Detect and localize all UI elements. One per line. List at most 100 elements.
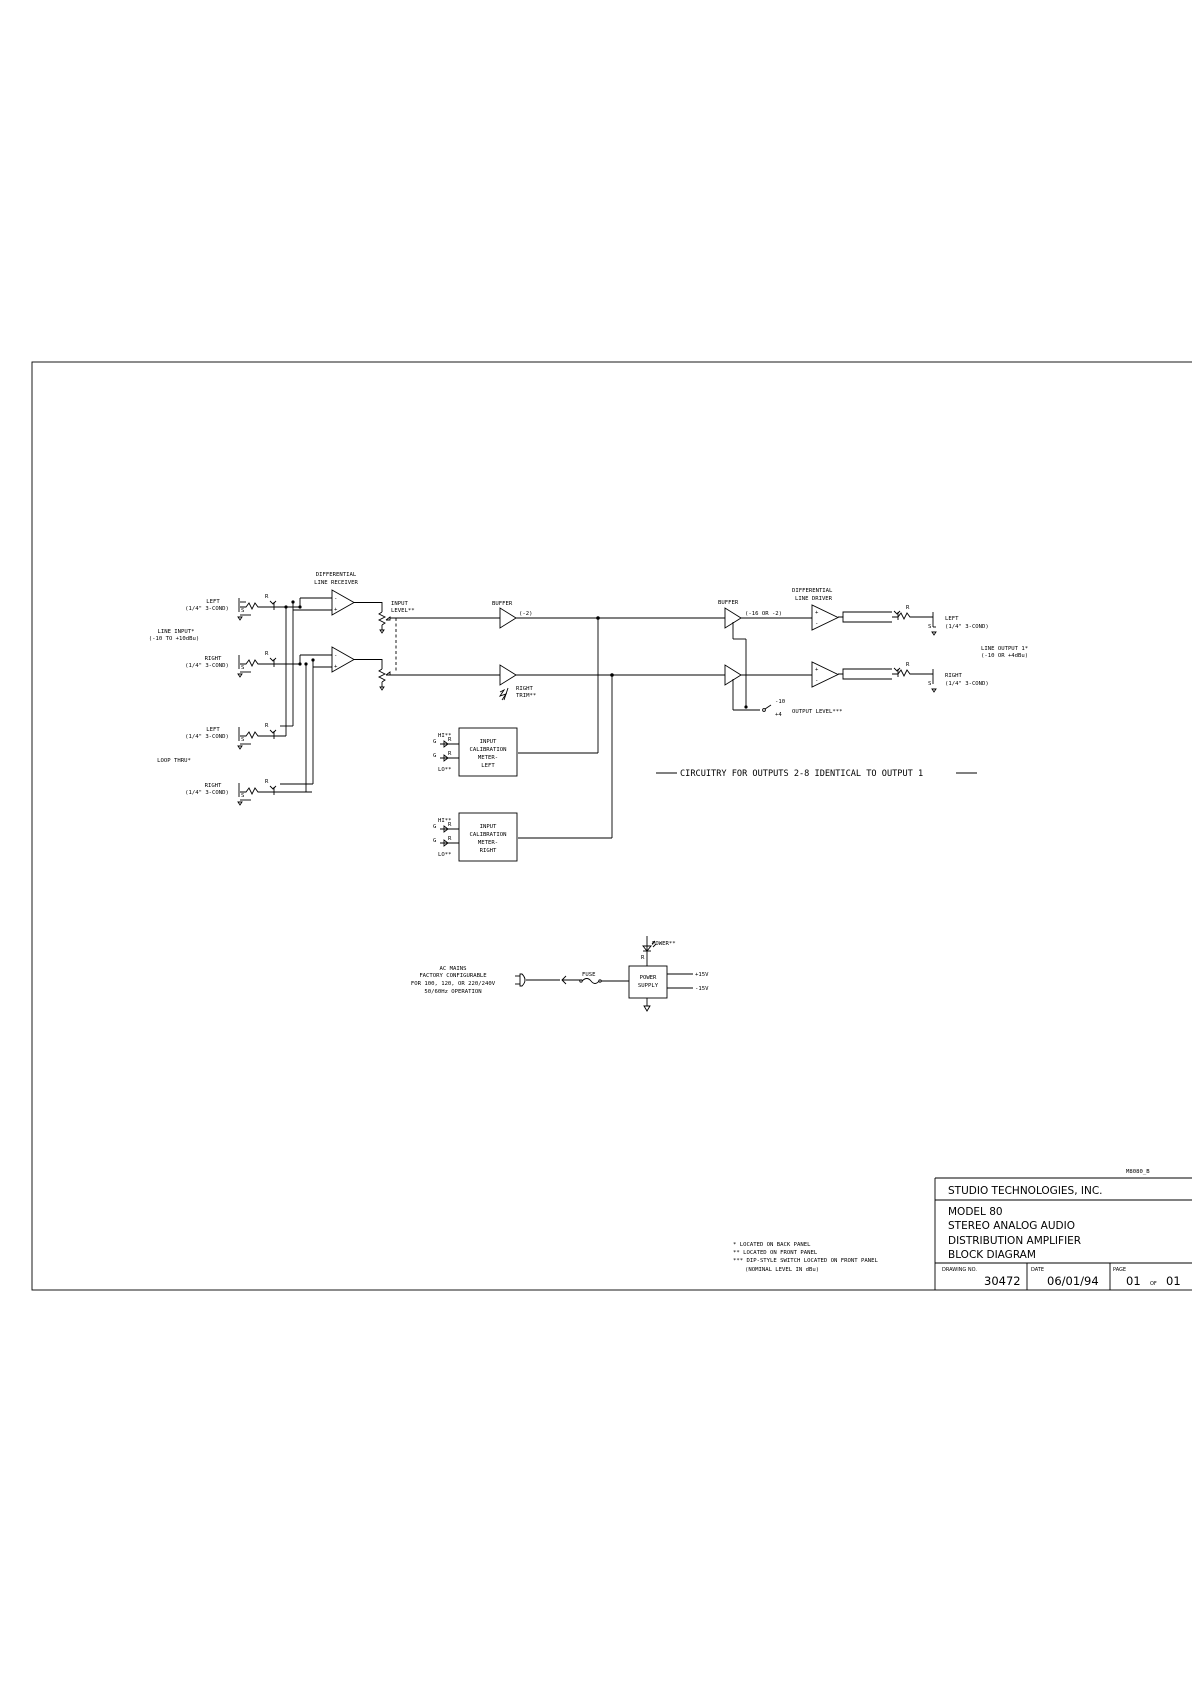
jack-loop-left: S R [237, 723, 286, 750]
input-level-pots: INPUT LEVEL** [377, 601, 415, 691]
power-led-icon [642, 945, 652, 952]
buffer1-label: BUFFER [492, 601, 513, 607]
output-jacks: R S LEFT (1/4" 3-COND) LINE OUTPUT 1* (-… [892, 605, 1028, 693]
meter-left-box [458, 727, 518, 777]
output-level-hi: -10 [775, 699, 785, 705]
drawing-no-label: DRAWING NO. [942, 1267, 977, 1273]
svg-text:G: G [433, 753, 437, 759]
left-input-label: LEFT [206, 599, 220, 605]
plus-15v: +15V [695, 972, 709, 978]
receiver-label-1: DIFFERENTIAL [316, 572, 357, 578]
svg-text:R: R [448, 751, 452, 757]
of-label: OF [1150, 1281, 1157, 1287]
right-input-connector: (1/4" 3-COND) [185, 663, 229, 669]
buffer2-gain: (-16 OR -2) [745, 611, 782, 617]
svg-text:S: S [241, 737, 244, 743]
right-trim-label-1: RIGHT [516, 686, 533, 692]
svg-text:-: - [815, 678, 818, 684]
date-label: DATE [1031, 1267, 1044, 1273]
svg-text:S: S [241, 608, 244, 614]
company-name: STUDIO TECHNOLOGIES, INC. [948, 1185, 1103, 1197]
driver-label-1: DIFFERENTIAL [792, 588, 833, 594]
svg-text:S: S [241, 665, 244, 671]
driver-right-amp [811, 661, 840, 688]
jack-right-output: R S RIGHT (1/4" 3-COND) [892, 662, 989, 693]
buffer1-right [499, 664, 517, 686]
title-line-1: MODEL 80 [948, 1206, 1003, 1218]
receiver-label-2: LINE RECEIVER [314, 580, 358, 586]
drawing-no: 30472 [984, 1274, 1021, 1288]
output-level-label: OUTPUT LEVEL*** [792, 709, 843, 715]
minus-15v: -15V [695, 986, 709, 992]
circuitry-note-text: CIRCUITRY FOR OUTPUTS 2-8 IDENTICAL TO O… [680, 769, 923, 779]
ac-mains-1: AC MAINS [440, 966, 467, 972]
jack-left-output: R S LEFT (1/4" 3-COND) [892, 605, 989, 636]
svg-text:INPUT: INPUT [480, 824, 497, 830]
svg-text:INPUT: INPUT [480, 739, 497, 745]
input-labels: LEFT (1/4" 3-COND) LINE INPUT* (-10 TO +… [149, 599, 229, 796]
meter-left: INPUT CALIBRATION METER- LEFT HI** G R G… [433, 727, 518, 777]
loop-thru-label: LOOP THRU* [157, 758, 191, 764]
buffer1-left [499, 607, 517, 629]
ac-mains-2: FACTORY CONFIGURABLE [419, 973, 487, 979]
buffer1-gain: (-2) [519, 611, 532, 617]
right-input-label: RIGHT [205, 656, 222, 662]
ac-mains-4: 50/60Hz OPERATION [424, 989, 481, 995]
input-level-label-2: LEVEL** [391, 608, 415, 614]
output-right-connector: (1/4" 3-COND) [945, 681, 989, 687]
svg-text:R: R [641, 955, 645, 961]
output-right-label: RIGHT [945, 673, 962, 679]
svg-text:G: G [433, 739, 437, 745]
circuitry-note: CIRCUITRY FOR OUTPUTS 2-8 IDENTICAL TO O… [656, 769, 977, 779]
svg-text:R: R [906, 662, 910, 668]
loop-right-label: RIGHT [205, 783, 222, 789]
svg-text:S: S [241, 793, 244, 799]
svg-text:R: R [265, 723, 269, 729]
svg-text:+: + [815, 610, 819, 616]
driver-label-2: LINE DRIVER [795, 596, 833, 602]
note-1: * LOCATED ON BACK PANEL [733, 1242, 811, 1248]
svg-text:METER-: METER- [478, 840, 498, 846]
meter-right: INPUT CALIBRATION METER- RIGHT HI** G R … [433, 812, 518, 862]
svg-text:LEFT: LEFT [481, 763, 495, 769]
svg-text:METER-: METER- [478, 755, 498, 761]
date-value: 06/01/94 [1047, 1274, 1099, 1288]
line-receivers: DIFFERENTIAL LINE RECEIVER - + - + [314, 572, 382, 673]
note-2: ** LOCATED ON FRONT PANEL [733, 1250, 818, 1256]
line-input-range: (-10 TO +10dBu) [149, 636, 200, 642]
power-supply-box [628, 965, 668, 999]
svg-text:R: R [448, 737, 452, 743]
file-reference: M8080_B [1126, 1169, 1150, 1175]
svg-text:POWER: POWER [640, 975, 657, 981]
meter-left-hi: HI** [438, 733, 451, 739]
output-left-label: LEFT [945, 616, 959, 622]
svg-text:SUPPLY: SUPPLY [638, 983, 659, 989]
meter-right-box [458, 812, 518, 862]
power-indicator-label: POWER** [652, 941, 676, 947]
svg-text:R: R [448, 822, 452, 828]
line-output-range: (-10 OR +4dBu) [981, 653, 1028, 659]
output-level-lo: +4 [775, 712, 782, 718]
receiver-right-amp [331, 646, 355, 673]
ac-mains-3: FOR 100, 120, OR 220/240V [411, 981, 496, 987]
jack-left-input: S R [237, 594, 300, 621]
svg-text:RIGHT: RIGHT [480, 848, 497, 854]
svg-text:R: R [906, 605, 910, 611]
line-output-label: LINE OUTPUT 1* [981, 646, 1028, 652]
meter-right-hi: HI** [438, 818, 451, 824]
svg-text:G: G [433, 824, 437, 830]
loop-right-connector: (1/4" 3-COND) [185, 790, 229, 796]
jack-loop-right: S R [237, 779, 312, 806]
power-section: AC MAINS FACTORY CONFIGURABLE FOR 100, 1… [411, 936, 709, 1012]
title-block: STUDIO TECHNOLOGIES, INC. MODEL 80 STERE… [934, 1177, 1192, 1290]
meter-left-lo: LO** [438, 767, 451, 773]
input-bus-wiring [280, 597, 332, 792]
svg-text:+: + [334, 664, 338, 670]
svg-text:-: - [334, 596, 337, 602]
meter-right-lo: LO** [438, 852, 451, 858]
fuse-label: FUSE [582, 972, 596, 978]
receiver-left-amp [331, 589, 355, 616]
output-left-connector: (1/4" 3-COND) [945, 624, 989, 630]
svg-text:-: - [334, 653, 337, 659]
